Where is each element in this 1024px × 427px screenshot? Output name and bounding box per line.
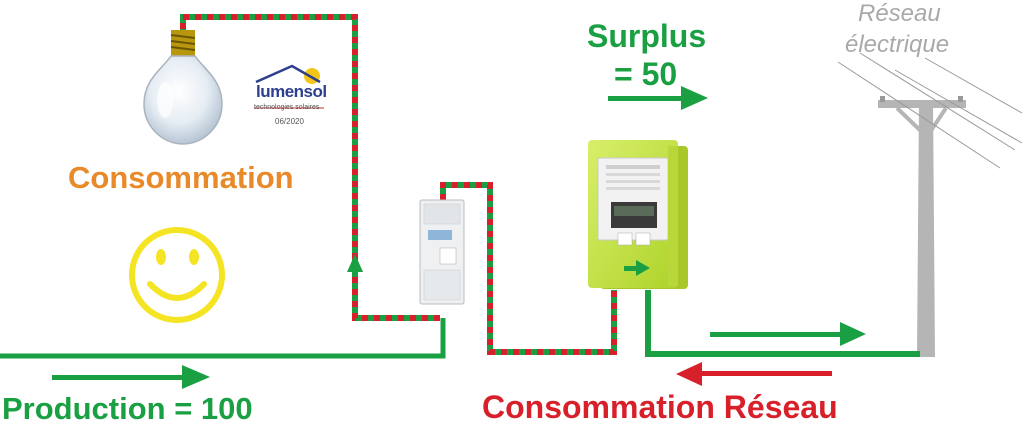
meter-to-grid-line [645, 290, 920, 357]
smiley-face-icon [129, 227, 225, 323]
light-bulb-icon [143, 30, 223, 145]
logo-name: lumensol [256, 82, 327, 101]
import-arrow-icon [676, 362, 832, 386]
production-label: Production = 100 [2, 391, 253, 426]
lumensol-logo: lumensol technologies solaires 06/2020 [248, 62, 328, 132]
export-arrow-icon [710, 322, 866, 346]
grid-consumption-label: Consommation Réseau [482, 389, 838, 425]
production-arrow-icon [52, 365, 210, 389]
grid-consumption-wire [440, 182, 617, 355]
surplus-label: Surplus [587, 18, 707, 54]
logo-tagline: technologies solaires [254, 104, 320, 111]
production-line [0, 318, 446, 359]
meter-arrow-icon [624, 260, 650, 276]
surplus-arrow-icon [608, 86, 708, 110]
house-circuit-wire [180, 14, 440, 321]
lumensol-logo-graphic [254, 64, 324, 109]
grid-label-line1: Réseau [858, 0, 941, 27]
electric-pole [837, 52, 1023, 357]
circuit-breaker [419, 199, 465, 305]
surplus-value: = 50 [614, 56, 678, 92]
up-arrow-icon [347, 254, 363, 272]
logo-date: 06/2020 [275, 117, 304, 126]
grid-label-line2: électrique [845, 31, 950, 58]
linky-meter [588, 140, 688, 289]
consumption-label: Consommation [68, 160, 294, 195]
